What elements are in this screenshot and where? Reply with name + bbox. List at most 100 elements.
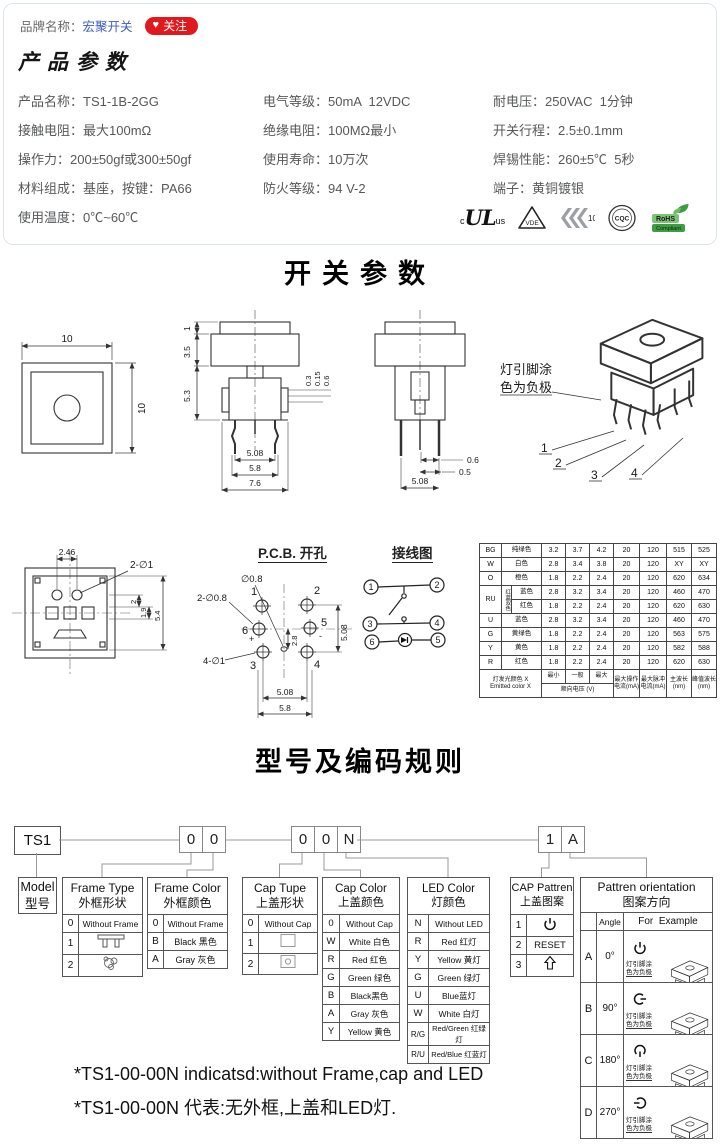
svg-text:5: 5 — [321, 617, 327, 629]
svg-text:CQC: CQC — [615, 216, 630, 223]
svg-text:6: 6 — [369, 637, 374, 647]
switch-example-drawing — [671, 1064, 709, 1086]
svg-text:5.3: 5.3 — [182, 390, 192, 402]
svg-text:4-∅1: 4-∅1 — [203, 656, 225, 667]
svg-text:5.08: 5.08 — [277, 687, 294, 697]
enec-10-mark-icon: 10 — [561, 208, 595, 228]
svg-text:2.46: 2.46 — [59, 547, 76, 557]
brand-label: 品牌名称： — [20, 20, 83, 34]
svg-text:5.08: 5.08 — [339, 624, 349, 641]
svg-text:0.15: 0.15 — [313, 371, 322, 386]
svg-text:4: 4 — [314, 659, 320, 671]
switch-example-drawing — [671, 1116, 709, 1138]
pcb-hole-title: P.C.B. 开孔 — [258, 546, 327, 563]
svg-text:1: 1 — [541, 441, 548, 455]
vde-mark-icon: VDE — [518, 206, 546, 229]
brand-name-link[interactable]: 宏聚开关 — [82, 20, 133, 34]
svg-text:3.5: 3.5 — [182, 346, 192, 358]
svg-text:6: 6 — [242, 625, 248, 637]
svg-text:10: 10 — [588, 214, 595, 223]
follow-button[interactable]: ♥关注 — [144, 16, 199, 35]
svg-text:Compliant: Compliant — [656, 226, 681, 232]
frame-style-2-icon — [103, 956, 117, 970]
led-pin-note-line2: 色为负极 — [500, 380, 552, 395]
svg-text:4: 4 — [434, 618, 439, 628]
svg-text:2-∅0.8: 2-∅0.8 — [197, 593, 227, 604]
svg-text:2-∅1: 2-∅1 — [130, 560, 154, 571]
svg-text:0.6: 0.6 — [322, 376, 331, 386]
svg-text:7.6: 7.6 — [249, 478, 261, 488]
svg-text:∅0.8: ∅0.8 — [241, 574, 262, 585]
svg-text:10: 10 — [61, 334, 73, 345]
svg-text:10: 10 — [137, 402, 148, 414]
svg-text:5.8: 5.8 — [249, 463, 261, 473]
svg-text:5: 5 — [435, 635, 440, 645]
front-view-drawing: 1 3.5 5.3 0.3 0.15 0.6 5.08 5.8 7.6 — [182, 310, 331, 493]
svg-text:RoHS: RoHS — [656, 216, 675, 223]
top-view-drawing: 10 10 — [21, 334, 148, 454]
svg-text:1: 1 — [251, 586, 257, 598]
switch-example-drawing — [671, 960, 709, 982]
product-info-card — [3, 3, 717, 245]
brand-header: 品牌名称：宏聚开关 ♥关注 — [20, 16, 199, 35]
table-footer-row: 顺向电压 (V) — [480, 683, 717, 698]
footnote-cn: *TS1-00-00N 代表:无外框,上盖和LED灯. — [74, 1098, 397, 1118]
switch-params-heading: 开关参数 — [284, 259, 436, 289]
power-icon — [544, 917, 556, 931]
switch-example-drawing — [671, 1012, 709, 1034]
svg-text:1: 1 — [182, 326, 192, 331]
svg-text:1.9: 1.9 — [139, 608, 148, 618]
code-connector-lines — [36, 839, 647, 877]
follow-button-label: 关注 — [163, 19, 188, 33]
svg-text:1: 1 — [368, 582, 373, 592]
wiring-diagram-title: 接线图 — [392, 546, 433, 563]
svg-text:5.4: 5.4 — [153, 611, 162, 621]
svg-text:2.8: 2.8 — [290, 636, 299, 646]
power-icon — [634, 1044, 646, 1058]
svg-text:0.5: 0.5 — [459, 467, 471, 477]
svg-text:0.6: 0.6 — [467, 455, 479, 465]
heart-icon: ♥ — [152, 19, 160, 31]
cap-style-2-icon — [280, 955, 296, 968]
svg-text:5.08: 5.08 — [247, 448, 264, 458]
power-icon — [633, 1096, 647, 1109]
footnote-en: *TS1-00-00N indicatsd:without Frame,cap … — [74, 1064, 484, 1084]
svg-text:2: 2 — [555, 456, 562, 470]
frame-style-1-icon — [97, 934, 124, 948]
bottom-view-drawing: 2.46 2-∅1 2 1.9 5.4 — [12, 547, 167, 675]
svg-text:2: 2 — [314, 585, 320, 597]
svg-text:3: 3 — [250, 660, 256, 672]
svg-text:+: + — [249, 634, 254, 644]
svg-text:4: 4 — [631, 466, 638, 480]
side-view-drawing: 0.6 0.5 5.08 — [374, 310, 479, 491]
